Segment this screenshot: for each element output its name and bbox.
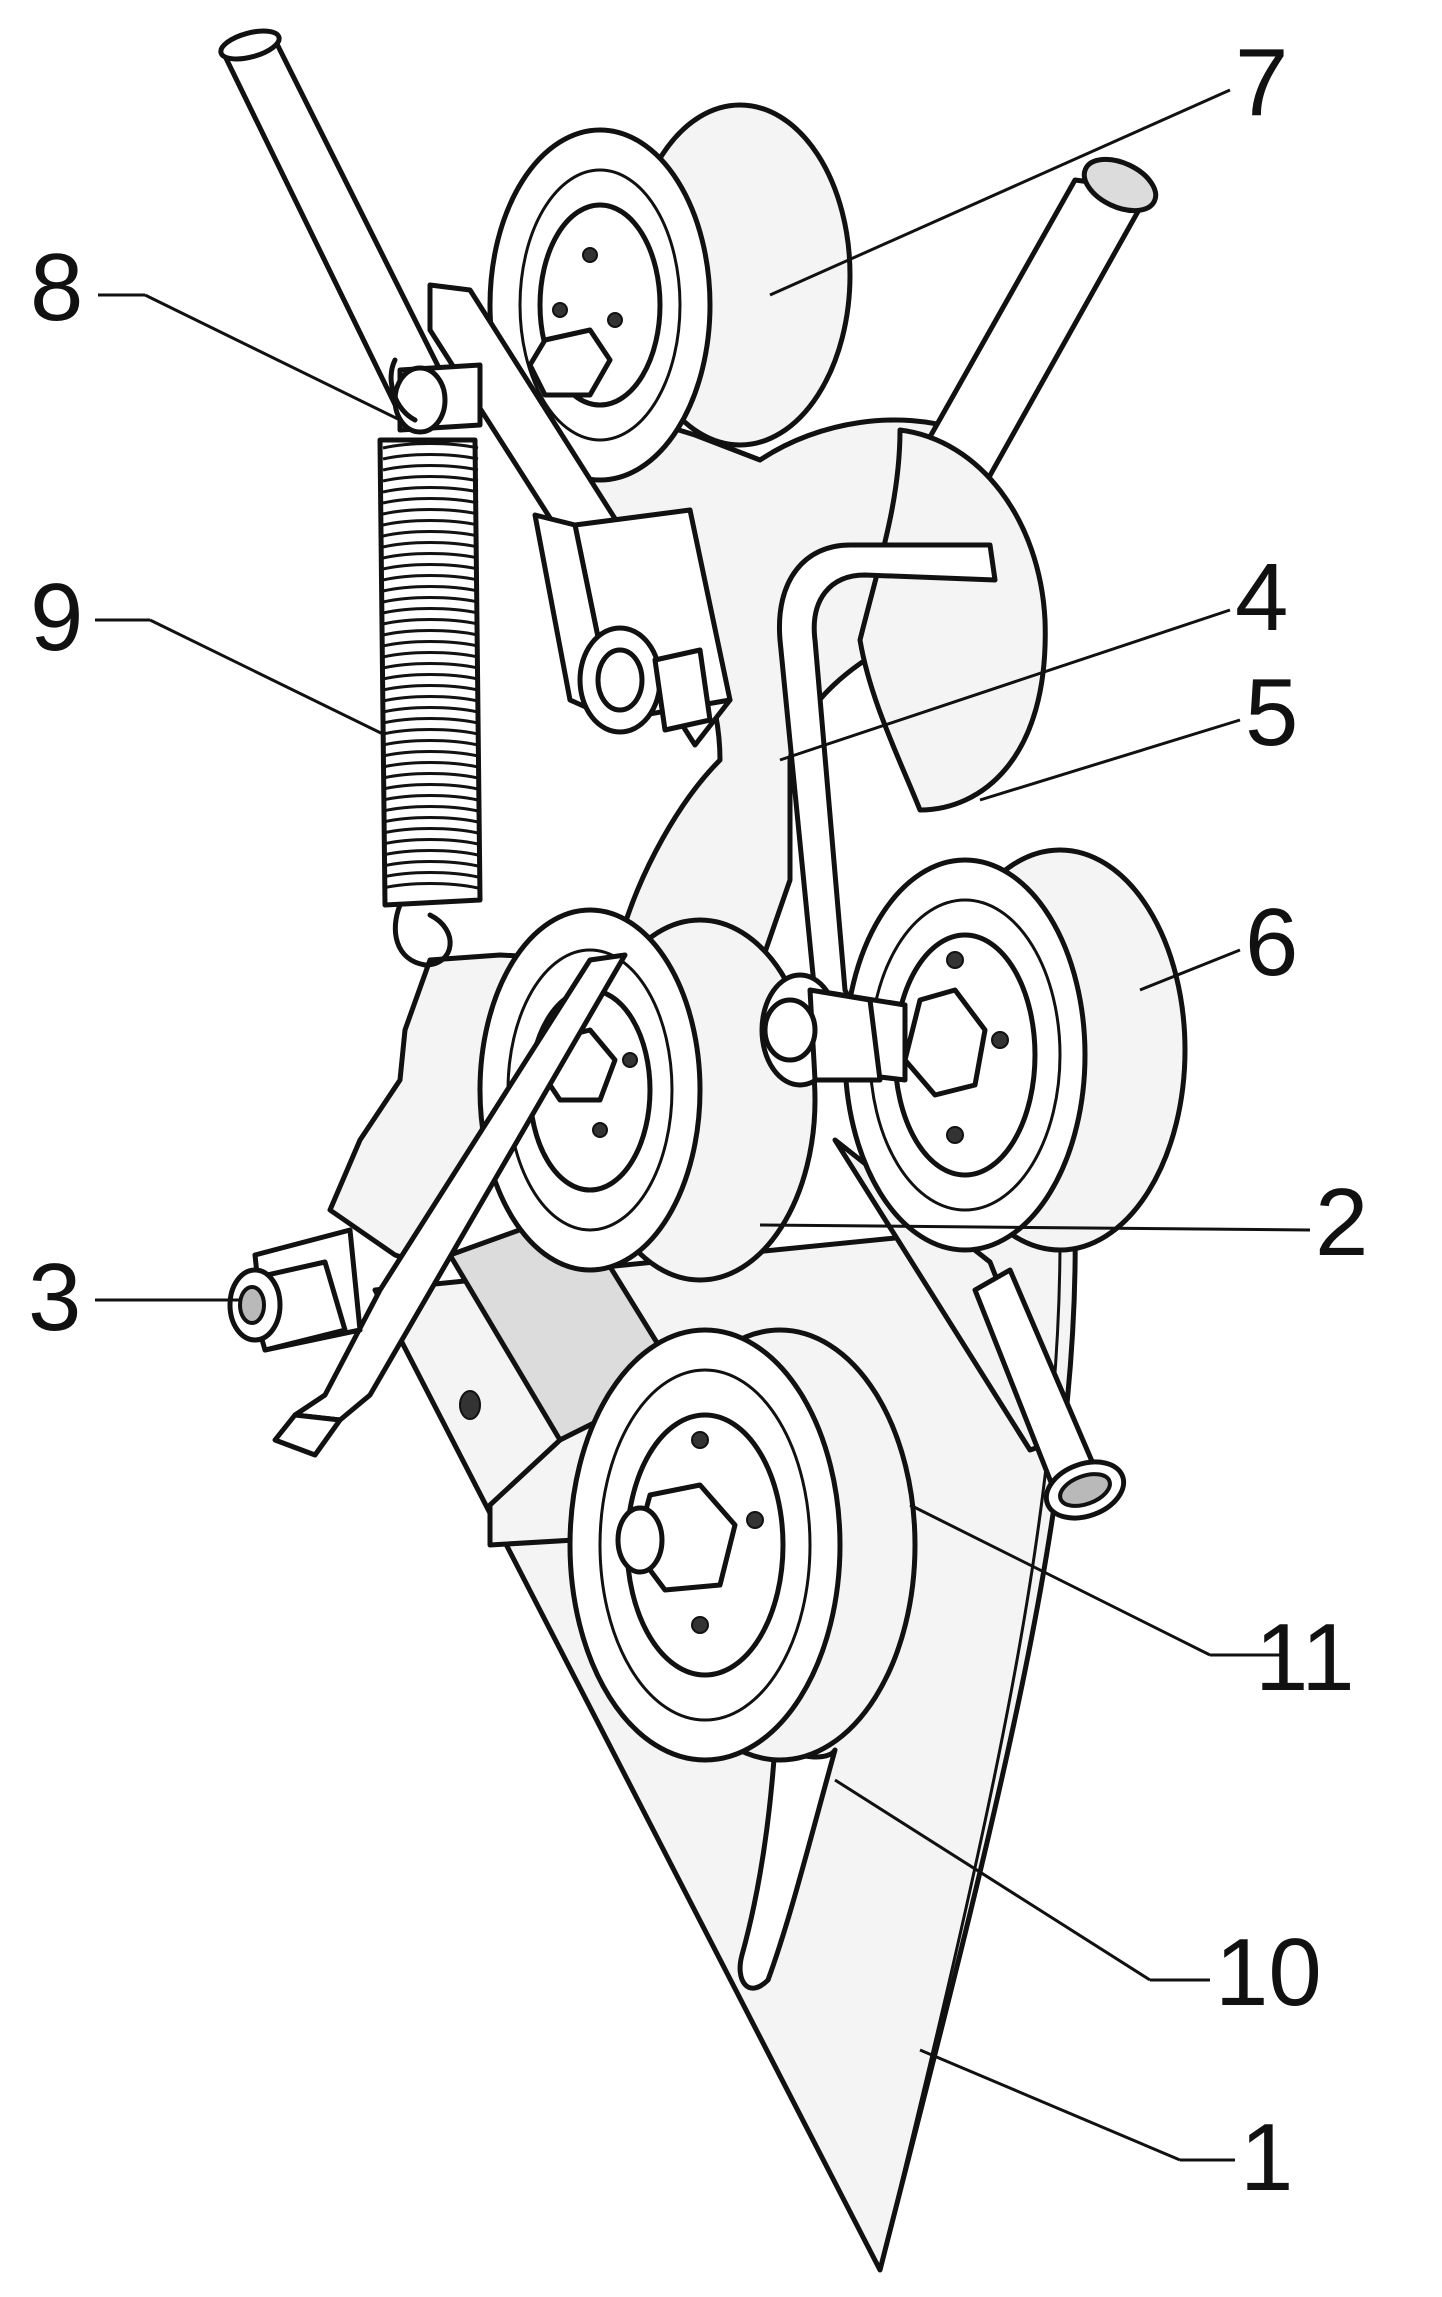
leader-lines [95,88,1311,2162]
spring-coil [382,508,479,516]
spring-coil [382,816,479,824]
callout-7: 7 [1235,29,1288,136]
spring-coil [382,717,479,725]
wheel-7 [487,102,853,483]
spring-coil [382,640,479,648]
spring-coil [382,761,479,769]
spring-coil [382,871,479,879]
pivot-bolt [227,1259,348,1353]
spring-coil [382,530,479,538]
arc-slot [737,1742,838,1991]
spring-coil [382,684,479,692]
spring-coil [382,849,479,857]
spring-coil [382,618,479,626]
callout-6: 6 [1245,889,1298,996]
axle-bolt [759,972,908,1088]
bracket-5 [776,427,1048,1073]
spring-coil [382,794,479,802]
callout-11: 11 [1255,1604,1355,1711]
spring-coil [382,827,479,835]
callout-2: 2 [1315,1169,1368,1276]
spring-coil [382,706,479,714]
spring-coil [382,464,479,472]
spring-coil [382,563,479,571]
upper-swing-arm [427,282,733,748]
spring-coil [382,651,479,659]
spring-coil [382,838,479,846]
spring-coil [382,475,479,483]
spring-coil [382,541,479,549]
spring-coil [382,695,479,703]
callout-9: 9 [30,564,83,671]
spring-coil [382,728,479,736]
callout-5: 5 [1245,659,1298,766]
spring-coil [382,453,479,461]
spring-pin [392,362,483,435]
spring-coil [382,552,479,560]
spring-coil [382,585,479,593]
spring-coil [382,519,479,527]
guide-rod-lower [832,1137,1127,1521]
wheel-6 [842,847,1188,1253]
callout-10: 10 [1215,1919,1322,2026]
spring-coil [382,783,479,791]
callout-3: 3 [28,1244,81,1351]
callout-4: 4 [1235,544,1288,651]
spring-coil [382,607,479,615]
spring-coil [382,860,479,868]
tension-spring [377,357,483,968]
spring-coil [382,739,479,747]
spring-coil [382,750,479,758]
spring-coil [382,673,479,681]
spring-coil [382,486,479,494]
callout-1: 1 [1240,2104,1293,2211]
wheel-11 [567,1327,918,1763]
spring-coil [382,497,479,505]
rod-upper-left [218,28,458,428]
spring-coil [382,629,479,637]
spring-coil [382,805,479,813]
spring-coil [382,442,479,450]
spring-coil [382,574,479,582]
spring-coil [382,596,479,604]
spring-coil [382,662,479,670]
spring-coil [382,772,479,780]
spring-coil [382,882,479,890]
callout-8: 8 [30,234,83,341]
